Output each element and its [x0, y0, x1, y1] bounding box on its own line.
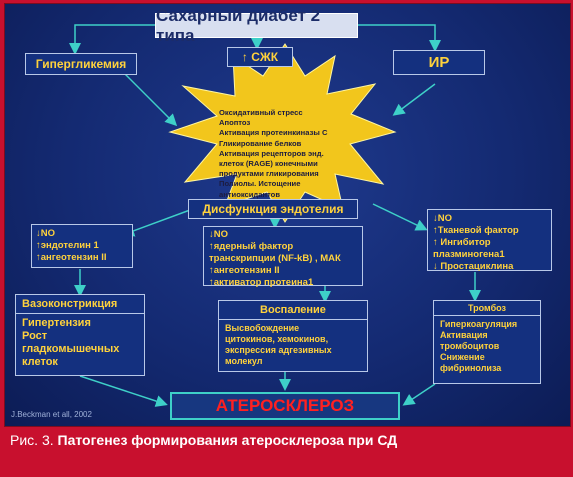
- star-line: Оксидативный стресс: [219, 108, 303, 117]
- box-line: транскрипции (NF-kB) , МАК: [209, 253, 341, 264]
- dysfunction-box: Дисфункция эндотелия: [188, 199, 358, 219]
- thrombosis-title: Тромбоз: [434, 301, 540, 316]
- inflammation-title: Воспаление: [219, 301, 367, 320]
- arrow-thromb-to-ath: [402, 383, 436, 406]
- diagram-connectors: [69, 24, 481, 407]
- arrow-ir-to-star: [392, 83, 436, 116]
- box-line: цитокинов, хемокинов,: [225, 334, 329, 344]
- star-burst: [168, 43, 397, 223]
- star-line: Апоптоз: [219, 118, 251, 128]
- box-line: плазминогена1: [433, 249, 505, 260]
- box-line: фибринолиза: [440, 363, 502, 373]
- box-line: гладкомышечных: [22, 343, 120, 355]
- diabetes-title: Сахарный диабет 2 типа: [155, 6, 358, 45]
- inflammation-box: Воспаление Высвобождение цитокинов, хемо…: [218, 300, 368, 372]
- right-effects-box: ↓NO ↑Тканевой фактор ↑ Ингибитор плазмин…: [427, 209, 552, 272]
- thrombosis-box: Тромбоз Гиперкоагуляция Активация тромбо…: [433, 300, 541, 384]
- arrow-to-hyperglycemia: [69, 24, 155, 55]
- arrow-hyper-to-star: [124, 73, 178, 127]
- star-line: продуктами гликирования: [219, 169, 319, 179]
- thrombosis-list: Гиперкоагуляция Активация тромбоцитов Сн…: [434, 316, 540, 377]
- box-line: экспрессия адгезивных: [225, 345, 332, 355]
- box-line: Снижение: [440, 352, 485, 362]
- atherosclerosis-box: АТЕРОСКЛЕРОЗ: [170, 392, 400, 420]
- reference-note: J.Beckman et all, 2002: [11, 410, 92, 419]
- box-line: тромбоцитов: [440, 341, 500, 351]
- box-line: ↓ Простациклина: [433, 261, 514, 272]
- vasoconstriction-list: Гипертензия Рост гладкомышечных клеток: [16, 314, 144, 372]
- box-line: Высвобождение: [225, 323, 300, 333]
- hyperglycemia-box: Гипергликемия: [25, 53, 137, 75]
- ir-box: ИР: [393, 50, 485, 75]
- vasoconstriction-box: Вазоконстрикция Гипертензия Рост гладком…: [15, 294, 145, 376]
- inflammation-list: Высвобождение цитокинов, хемокинов, эксп…: [219, 320, 367, 370]
- box-line: Гиперкоагуляция: [440, 319, 518, 329]
- box-line: ↑Тканевой фактор: [433, 225, 519, 236]
- box-line: Гипертензия: [22, 317, 91, 329]
- caption-prefix: Рис. 3.: [10, 432, 54, 448]
- box-line: ↓NO: [36, 228, 55, 239]
- box-line: ↑ангеотензин II: [36, 252, 107, 263]
- arrow-vaso-to-ath: [79, 375, 168, 407]
- box-line: ↓NO: [209, 229, 228, 240]
- box-line: клеток: [22, 356, 58, 368]
- mid-effects-box: ↓NO ↑ядерный фактор транскрипции (NF-kB)…: [203, 226, 363, 288]
- box-line: ↑ядерный фактор: [209, 241, 294, 252]
- star-line: клеток (RAGE) конечными: [219, 159, 318, 169]
- box-line: ↑активатор протеина1: [209, 277, 314, 288]
- star-line: Активация рецепторов энд.: [219, 148, 324, 158]
- star-line: антиоксидантов: [219, 189, 280, 199]
- star-line: Гликирование белков: [219, 138, 302, 148]
- star-line: Полиолы. Истощение: [219, 179, 301, 189]
- left-effects-box: ↓NO ↑эндотелин 1 ↑ангеотензин II: [31, 224, 133, 268]
- box-line: ↓NO: [433, 213, 452, 224]
- box-line: Активация: [440, 330, 488, 340]
- szhk-box: ↑ СЖК: [227, 47, 293, 67]
- box-line: ↑эндотелин 1: [36, 240, 99, 251]
- arrow-to-ir: [358, 24, 441, 52]
- box-line: молекул: [225, 356, 263, 366]
- box-line: Рост: [22, 330, 48, 342]
- figure-caption: Рис. 3. Патогенез формирования атероскле…: [10, 432, 397, 448]
- vasoconstriction-title: Вазоконстрикция: [16, 295, 144, 314]
- diagram-slide: Сахарный диабет 2 типа Гипергликемия ↑ С…: [4, 3, 571, 427]
- star-text: Оксидативный стресс Апоптоз Активация пр…: [219, 108, 349, 200]
- box-line: ↑ Ингибитор: [433, 237, 491, 248]
- arrow-to-left-box: [122, 209, 191, 237]
- caption-text: Патогенез формирования атеросклероза при…: [57, 432, 398, 448]
- star-line: Активация протеинкиназы С: [219, 128, 328, 138]
- box-line: ↑ангеотензин II: [209, 265, 280, 276]
- arrow-to-right-box: [372, 203, 428, 231]
